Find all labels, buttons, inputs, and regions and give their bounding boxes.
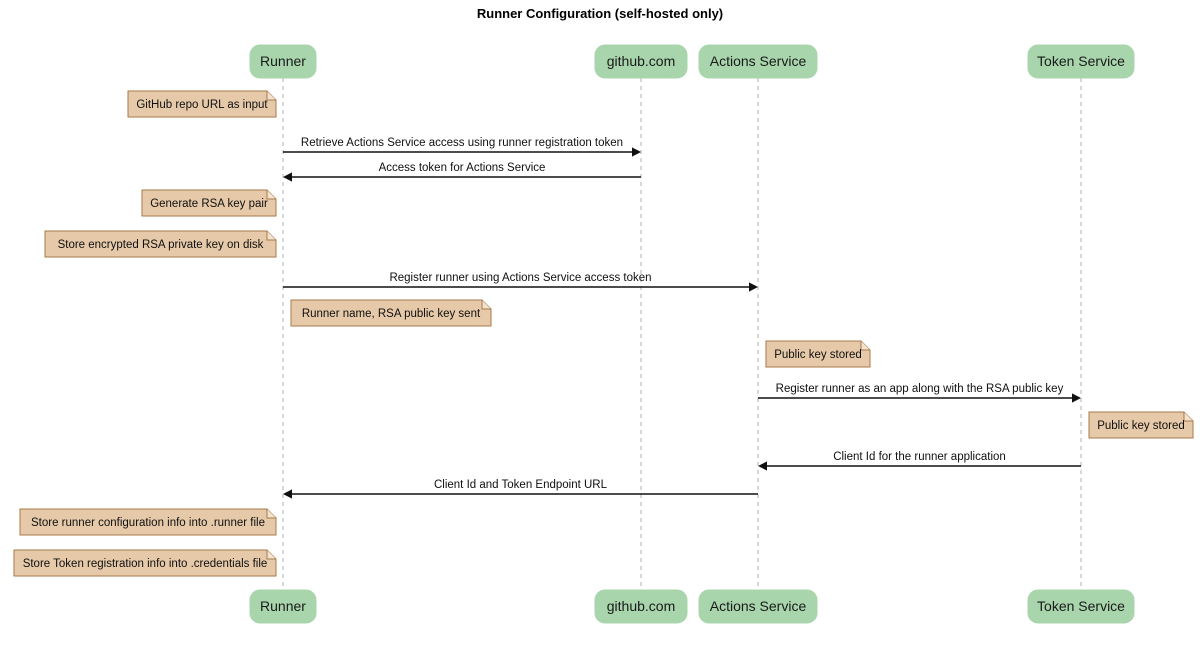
message-3[interactable]: Register runner using Actions Service ac… [283,272,758,292]
note-1: GitHub repo URL as input [127,90,277,118]
message-1[interactable]: Retrieve Actions Service access using ru… [283,137,641,157]
message-label: Register runner as an app along with the… [776,383,1064,395]
participant-box [1027,589,1135,624]
message-4[interactable]: Register runner as an app along with the… [758,383,1081,403]
note-label: GitHub repo URL as input [136,99,268,111]
note-fold-corner [266,91,276,101]
participant-label: Token Service [1037,53,1125,69]
note-3: Store encrypted RSA private key on disk [44,230,277,258]
message-label: Register runner using Actions Service ac… [389,272,651,284]
note-label: Runner name, RSA public key sent [302,308,481,320]
message-arrowhead [283,172,292,182]
note-fold-corner [1183,412,1193,422]
participant-box [249,44,317,79]
message-arrowhead [749,282,758,292]
participant-runner-bottom[interactable]: Runner [249,589,317,624]
note-label: Store encrypted RSA private key on disk [58,239,264,251]
participant-box [698,589,818,624]
message-arrowhead [1072,393,1081,403]
note-2: Generate RSA key pair [141,189,277,217]
note-body [127,90,277,118]
participant-github-top[interactable]: github.com [594,44,688,79]
participant-box [594,44,688,79]
message-label: Client Id and Token Endpoint URL [434,479,608,491]
note-body [765,340,871,368]
note-5: Public key stored [765,340,871,368]
message-6[interactable]: Client Id and Token Endpoint URL [283,479,758,499]
note-body [141,189,277,217]
participant-token-top[interactable]: Token Service [1027,44,1135,79]
message-label: Client Id for the runner application [833,451,1006,463]
participant-box [594,589,688,624]
participant-token-bottom[interactable]: Token Service [1027,589,1135,624]
message-arrowhead [632,147,641,157]
participant-github-bottom[interactable]: github.com [594,589,688,624]
note-label: Public key stored [1097,420,1185,432]
page-title: Runner Configuration (self-hosted only) [477,6,723,21]
note-4: Runner name, RSA public key sent [290,299,492,327]
participant-label: Actions Service [710,53,807,69]
messages-layer: Retrieve Actions Service access using ru… [283,137,1081,499]
participant-actions-top[interactable]: Actions Service [698,44,818,79]
note-fold-corner [266,509,276,519]
note-body [13,549,277,577]
note-8: Store Token registration info into .cred… [13,549,277,577]
note-label: Public key stored [774,349,862,361]
participant-label: Runner [260,53,306,69]
note-6: Public key stored [1088,411,1194,439]
note-fold-corner [266,231,276,241]
message-label: Retrieve Actions Service access using ru… [301,137,623,149]
lifelines-layer [282,78,1082,590]
message-arrowhead [758,461,767,471]
message-arrowhead [283,489,292,499]
note-body [1088,411,1194,439]
participant-box [698,44,818,79]
participant-label: github.com [607,598,675,614]
note-7: Store runner configuration info into .ru… [19,508,277,536]
participant-label: Actions Service [710,598,807,614]
message-label: Access token for Actions Service [379,162,546,174]
message-5[interactable]: Client Id for the runner application [758,451,1081,471]
message-2[interactable]: Access token for Actions Service [283,162,641,182]
note-label: Store runner configuration info into .ru… [31,517,265,529]
participant-actions-bottom[interactable]: Actions Service [698,589,818,624]
participant-label: github.com [607,53,675,69]
note-body [44,230,277,258]
note-fold-corner [481,300,491,310]
note-body [19,508,277,536]
participant-label: Token Service [1037,598,1125,614]
note-label: Generate RSA key pair [150,198,268,210]
participant-box [1027,44,1135,79]
participant-runner-top[interactable]: Runner [249,44,317,79]
note-fold-corner [860,341,870,351]
participants-layer: RunnerRunnergithub.comgithub.comActions … [249,44,1135,624]
participant-box [249,589,317,624]
note-fold-corner [266,190,276,200]
note-fold-corner [266,550,276,560]
note-label: Store Token registration info into .cred… [23,558,268,570]
note-body [290,299,492,327]
participant-label: Runner [260,598,306,614]
